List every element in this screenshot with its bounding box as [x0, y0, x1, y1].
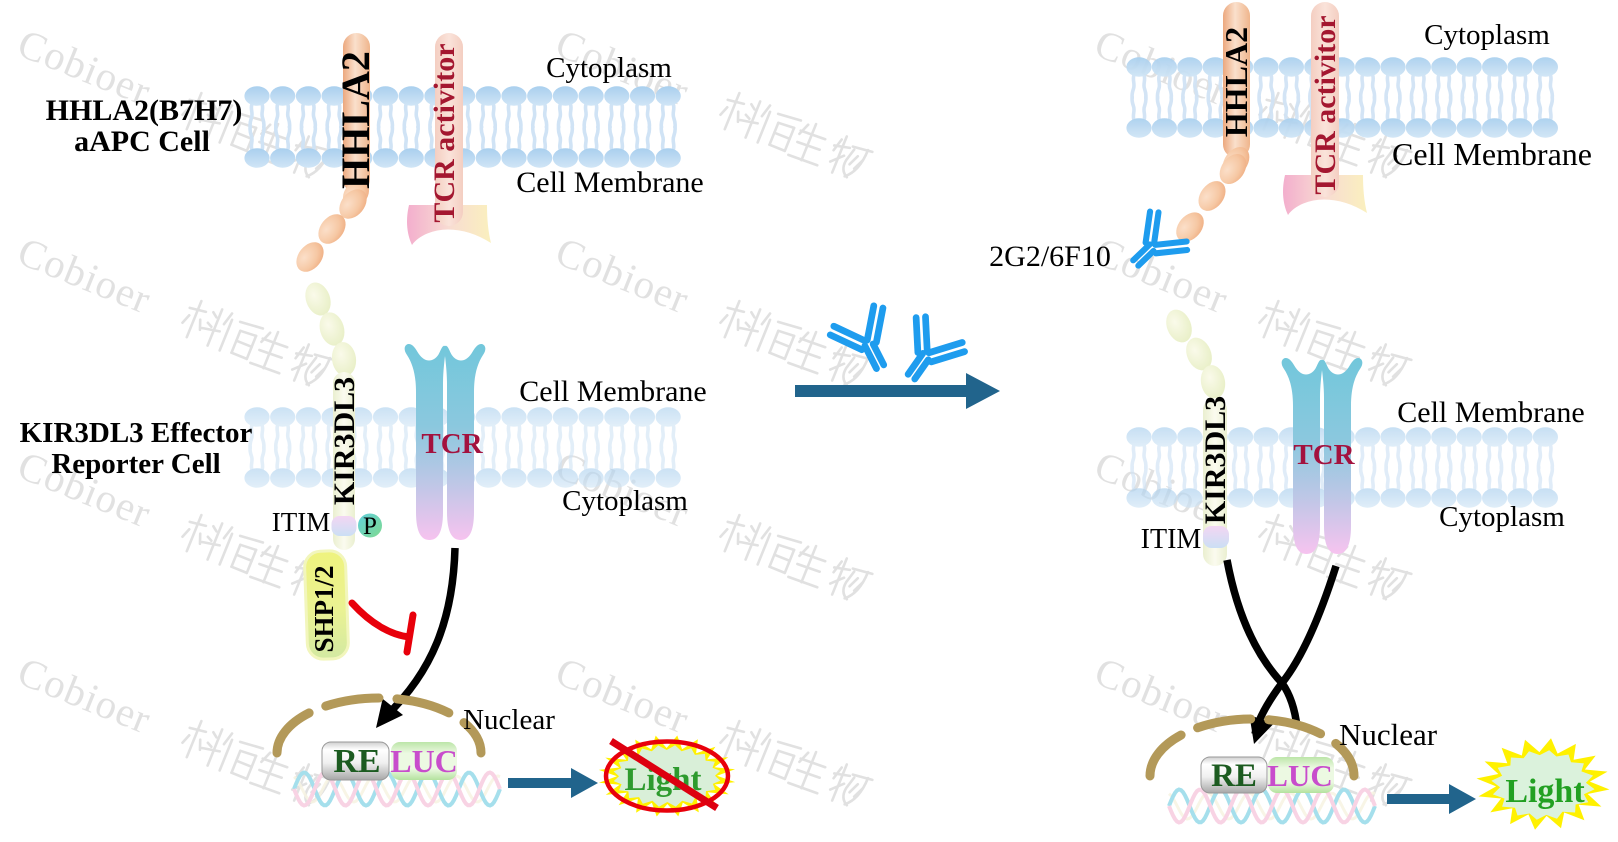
svg-text:Nuclear: Nuclear: [463, 704, 555, 736]
svg-text:RE: RE: [333, 743, 380, 780]
svg-text:Cell Membrane: Cell Membrane: [516, 166, 703, 199]
svg-text:HHLA2(B7H7): HHLA2(B7H7): [46, 94, 243, 127]
svg-text:aAPC Cell: aAPC Cell: [74, 125, 210, 158]
svg-text:ITIM: ITIM: [1141, 524, 1202, 555]
svg-text:Cytoplasm: Cytoplasm: [546, 52, 672, 84]
svg-text:SHP1/2: SHP1/2: [309, 565, 339, 652]
svg-text:KIR3DL3 Effector: KIR3DL3 Effector: [20, 417, 253, 449]
svg-text:LUC: LUC: [390, 743, 458, 779]
svg-text:LUC: LUC: [1267, 758, 1332, 793]
svg-text:Light: Light: [1505, 773, 1585, 810]
svg-text:Nuclear: Nuclear: [1339, 717, 1438, 752]
svg-text:Cell Membrane: Cell Membrane: [1392, 136, 1592, 172]
svg-text:Cytoplasm: Cytoplasm: [1439, 501, 1565, 533]
svg-text:P: P: [363, 513, 377, 540]
svg-text:TCR: TCR: [421, 428, 483, 460]
svg-text:TCR activitor: TCR activitor: [1309, 15, 1342, 194]
svg-text:Reporter Cell: Reporter Cell: [51, 448, 220, 480]
svg-text:ITIM: ITIM: [272, 507, 330, 537]
svg-text:Cytoplasm: Cytoplasm: [1424, 19, 1550, 51]
svg-text:KIR3DL3: KIR3DL3: [328, 377, 361, 505]
svg-text:Cell Membrane: Cell Membrane: [1397, 396, 1584, 429]
svg-text:Cytoplasm: Cytoplasm: [562, 485, 688, 517]
svg-text:TCR: TCR: [1293, 439, 1355, 471]
svg-text:KIR3DL3: KIR3DL3: [1199, 396, 1232, 524]
svg-text:RE: RE: [1211, 758, 1257, 794]
svg-text:HHLA2: HHLA2: [333, 51, 378, 189]
svg-text:Cell Membrane: Cell Membrane: [519, 375, 706, 408]
svg-text:HHLA2: HHLA2: [1218, 27, 1254, 137]
svg-text:2G2/6F10: 2G2/6F10: [989, 240, 1111, 273]
svg-text:TCR activitor: TCR activitor: [428, 43, 461, 222]
